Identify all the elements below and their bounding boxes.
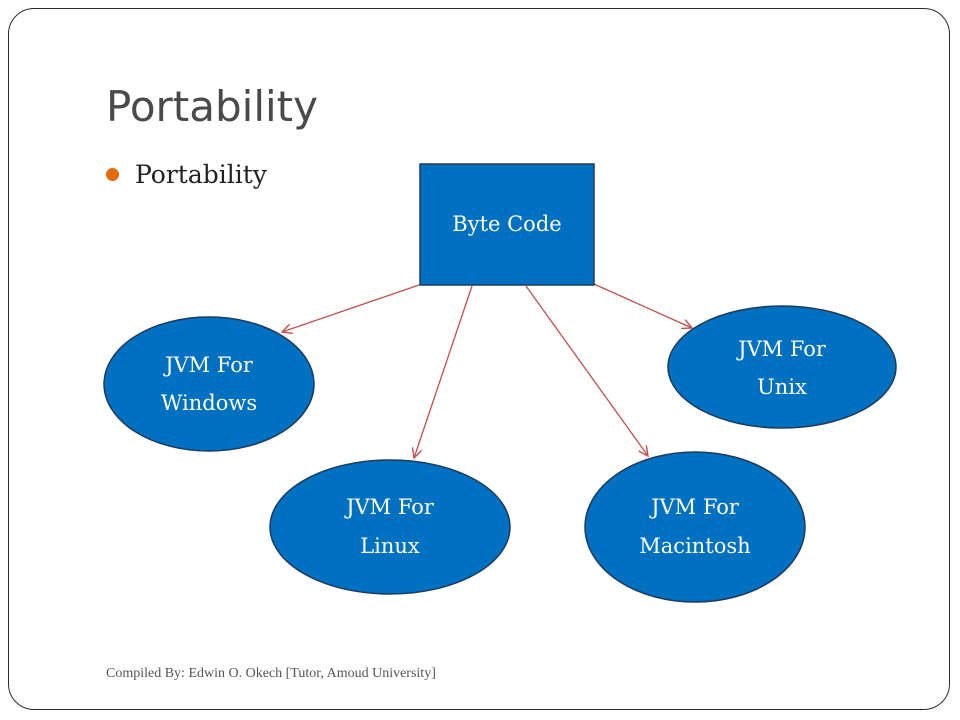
jvm-macintosh-line1: JVM For (649, 495, 740, 519)
jvm-unix-node: JVM For Unix (667, 305, 897, 429)
jvm-windows-line1: JVM For (163, 353, 254, 377)
jvm-windows-line2: Windows (161, 391, 257, 415)
footer-credit: Compiled By: Edwin O. Okech [Tutor, Amou… (106, 666, 436, 681)
byte-code-box: Byte Code (419, 163, 595, 286)
arrow-to-unix (593, 283, 692, 328)
jvm-unix-line2: Unix (757, 375, 807, 399)
byte-code-label: Byte Code (452, 212, 561, 236)
arrow-to-windows (282, 283, 423, 332)
jvm-linux-line2: Linux (360, 534, 420, 558)
slide-title: Portability (106, 82, 318, 131)
jvm-windows-node: JVM For Windows (103, 316, 315, 452)
bullet-text: Portability (135, 160, 267, 189)
jvm-linux-line1: JVM For (344, 495, 435, 519)
bullet-dot-icon (106, 168, 119, 181)
jvm-linux-node: JVM For Linux (269, 459, 511, 595)
bullet-item: Portability (106, 160, 267, 189)
jvm-unix-line1: JVM For (736, 337, 827, 361)
jvm-macintosh-node: JVM For Macintosh (584, 451, 806, 603)
arrow-to-macintosh (525, 285, 648, 456)
jvm-macintosh-line2: Macintosh (639, 534, 750, 558)
arrow-to-linux (414, 285, 473, 458)
